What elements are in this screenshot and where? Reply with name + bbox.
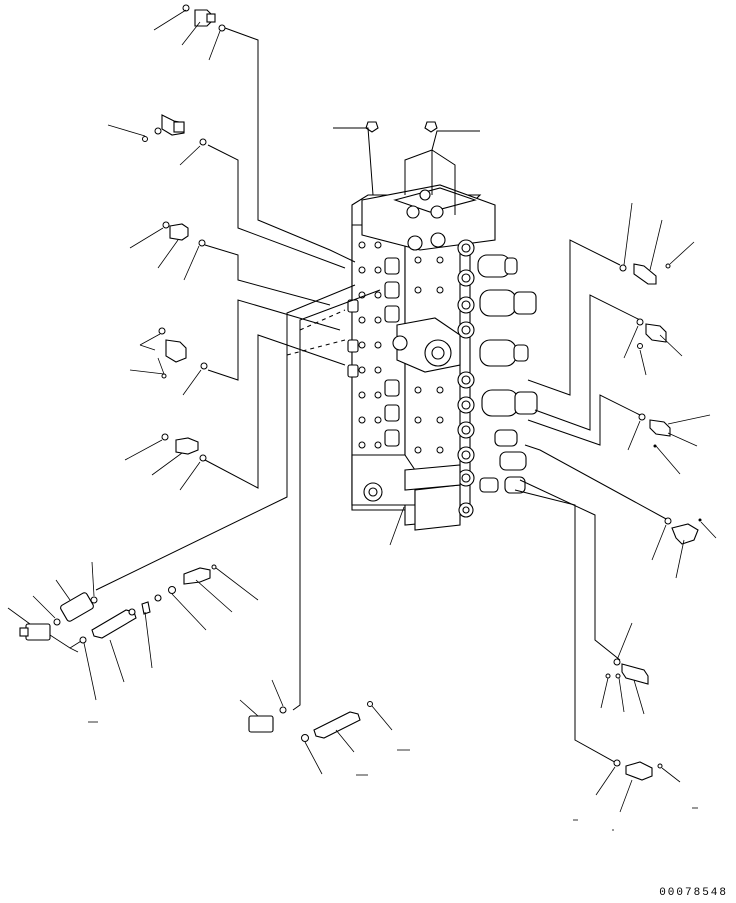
fitting-group-2 bbox=[107, 114, 207, 166]
fitting-group-12 bbox=[600, 622, 649, 715]
fitting-group-13 bbox=[595, 759, 681, 813]
valve-port-fittings bbox=[347, 257, 400, 447]
fitting-group-9 bbox=[623, 318, 683, 376]
fitting-group-3 bbox=[129, 221, 206, 281]
fitting-group-4 bbox=[129, 327, 208, 396]
hose-routing-lines bbox=[95, 27, 669, 766]
fitting-group-8 bbox=[619, 202, 695, 285]
fitting-group-11 bbox=[651, 517, 717, 579]
fitting-group-1 bbox=[153, 4, 226, 61]
fitting-group-5 bbox=[124, 433, 207, 491]
solenoid-valves bbox=[477, 254, 538, 494]
valve-bolt-holes bbox=[358, 241, 444, 454]
spool-caps bbox=[457, 239, 475, 518]
fitting-group-6 bbox=[7, 561, 259, 701]
fitting-group-10 bbox=[627, 413, 711, 475]
body-callouts bbox=[88, 506, 698, 831]
fitting-group-7 bbox=[239, 679, 410, 776]
main-control-valve bbox=[347, 121, 538, 531]
drawing-number: 00078548 bbox=[659, 887, 728, 899]
